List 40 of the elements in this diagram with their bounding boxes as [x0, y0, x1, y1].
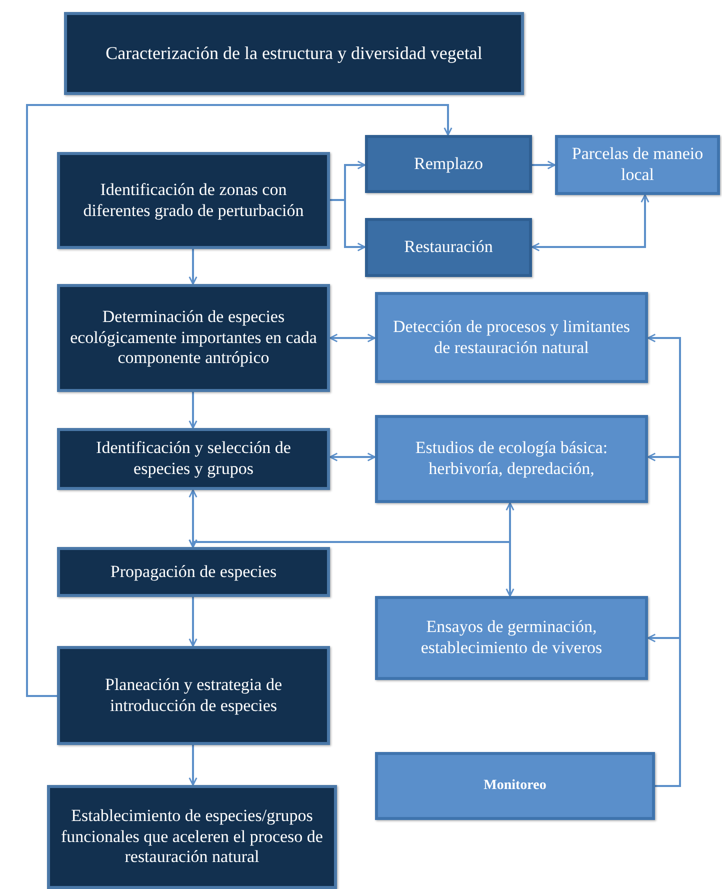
- arrow: [188, 597, 198, 647]
- process-box: [57, 547, 330, 597]
- box-label: Detección de procesos y limitantes de restauración natural: [392, 316, 631, 358]
- box-label: Monitoreo: [484, 777, 546, 795]
- arrow: [26, 104, 452, 697]
- process-box: [57, 284, 330, 392]
- process-box: [47, 785, 337, 889]
- arrow: [188, 249, 198, 285]
- box-label: Caracterización de la estructura y diversidad vegetal: [106, 42, 482, 64]
- box-label: Identificación y selección de especies y grupos: [95, 438, 292, 480]
- arrow: [330, 199, 366, 252]
- arrow: [188, 539, 514, 597]
- arrow: [329, 452, 376, 462]
- box-label: Ensayos de germinación, establecimiento de viveros: [420, 617, 604, 659]
- box-label: Restauración: [404, 237, 493, 258]
- arrow: [188, 745, 198, 786]
- box-label: Parcelas de maneio local: [570, 144, 704, 186]
- arrow: [531, 194, 650, 252]
- process-box: [365, 218, 532, 277]
- box-label: Remplazo: [414, 154, 483, 174]
- box-label: Establecimiento de especies/grupos funcionales que aceleren el proceso de restauración natural: [60, 806, 324, 868]
- box-label: Determinación de especies ecológicamente importantes en cada componente antrópico: [69, 306, 318, 370]
- process-box: [365, 135, 532, 193]
- arrow: [188, 392, 198, 429]
- process-box: [57, 428, 330, 490]
- process-box: [375, 292, 648, 383]
- arrow: [647, 634, 681, 787]
- arrow: [532, 160, 556, 170]
- process-box: [64, 12, 524, 95]
- box-label: Identificación de zonas con diferentes grado de perturbación: [82, 180, 305, 222]
- process-box: [375, 415, 648, 503]
- process-box: [57, 646, 330, 745]
- box-label: Planeación y estrategia de introducción de especies: [104, 674, 283, 716]
- box-label: Propagación de especies: [110, 562, 277, 582]
- process-box: [375, 596, 648, 680]
- process-box: [57, 152, 330, 249]
- box-label: Estudios de ecología básica: herbivoría, depredación,: [414, 438, 609, 480]
- arrow: [329, 334, 376, 342]
- process-box: [555, 135, 720, 195]
- process-box: [375, 752, 655, 820]
